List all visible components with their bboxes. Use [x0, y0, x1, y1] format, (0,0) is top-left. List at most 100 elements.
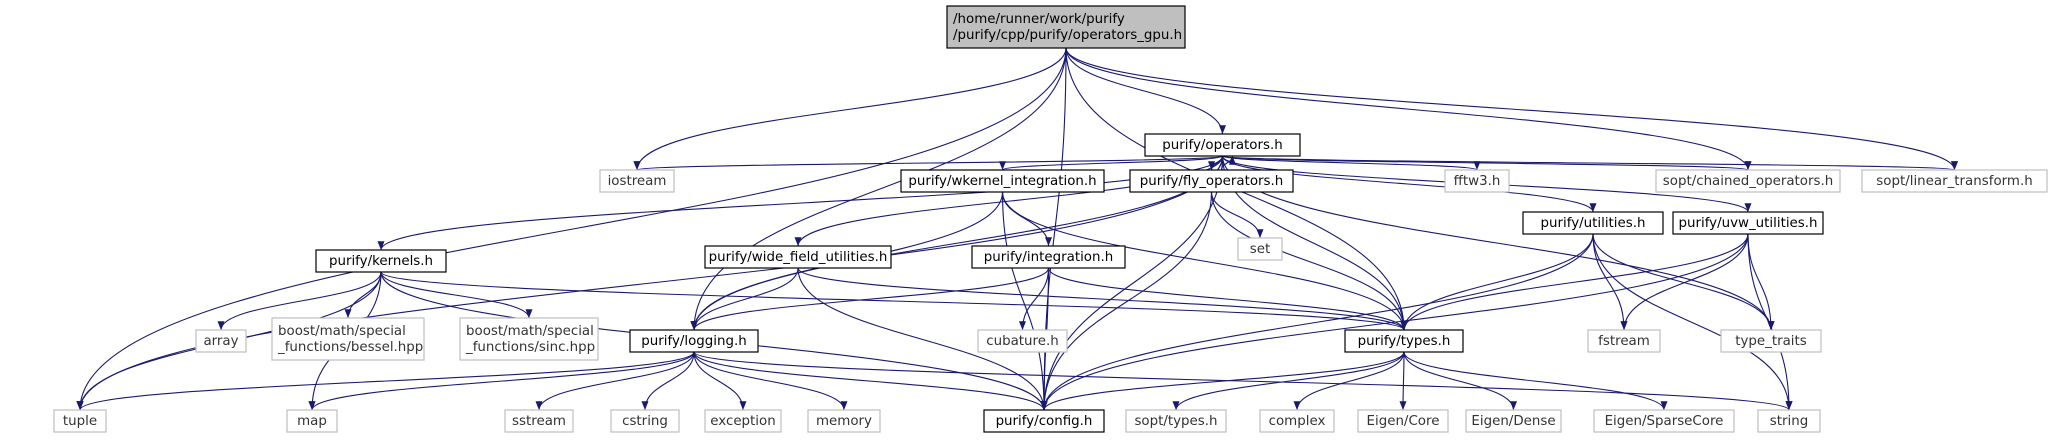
- node-fly[interactable]: purify/fly_operators.h: [1129, 169, 1294, 193]
- node-iostream-label-0: iostream: [608, 174, 667, 189]
- node-complex: complex: [1259, 409, 1335, 433]
- node-cubature-box: [977, 329, 1068, 353]
- node-cstring: cstring: [610, 409, 680, 433]
- node-integration[interactable]: purify/integration.h: [971, 245, 1126, 269]
- edge-logging-to-tuple: [76, 351, 695, 411]
- node-wkernel-box: [900, 169, 1105, 193]
- node-uvw-label-0: purify/uvw_utilities.h: [1678, 216, 1817, 231]
- node-eigencore-label-0: Eigen/Core: [1367, 414, 1440, 429]
- edge-root-to-logging: [690, 47, 1067, 331]
- node-logging[interactable]: purify/logging.h: [629, 329, 759, 353]
- edge-fly-to-types: [1210, 191, 1408, 331]
- node-sopttypes: sopt/types.h: [1125, 409, 1227, 433]
- edge-utilities-to-types: [1400, 233, 1594, 331]
- edge-root-to-tuple: [76, 47, 1067, 411]
- node-string-box: [1757, 409, 1821, 433]
- node-memory-box: [807, 409, 881, 433]
- node-array: array: [195, 329, 247, 353]
- edge-uvw-to-string: [1747, 233, 1793, 411]
- node-types[interactable]: purify/types.h: [1344, 329, 1464, 353]
- node-fly-label-0: purify/fly_operators.h: [1140, 174, 1284, 189]
- edges-layer: [76, 47, 1958, 411]
- edge-types-to-eigencore: [1399, 351, 1407, 411]
- node-types-label-0: purify/types.h: [1358, 334, 1451, 349]
- node-root-label-1: /purify/cpp/purify/operators_gpu.h: [953, 28, 1182, 43]
- node-chained-box: [1655, 169, 1841, 193]
- node-bessel: boost/math/special_functions/bessel.hpp: [271, 317, 425, 361]
- node-logging-box: [629, 329, 759, 353]
- node-types-box: [1344, 329, 1464, 353]
- edge-fly-to-operators: [1220, 155, 1237, 171]
- edge-logging-to-memory: [693, 351, 848, 411]
- node-eigendense: Eigen/Dense: [1465, 409, 1562, 433]
- edge-fly-to-set: [1210, 191, 1264, 239]
- node-operators-box: [1144, 133, 1301, 157]
- edge-root-to-chained: [1065, 47, 1752, 171]
- node-tuple-label-0: tuple: [63, 414, 97, 429]
- edge-types-to-config: [1040, 351, 1405, 411]
- edge-root-to-lintrans: [1065, 47, 1958, 171]
- edge-logging-to-cstring: [641, 351, 695, 411]
- node-root[interactable]: /home/runner/work/purify/purify/cpp/puri…: [946, 5, 1186, 49]
- edge-logging-to-exception: [693, 351, 747, 411]
- edge-operators-to-utilities: [1221, 155, 1597, 213]
- edge-utilities-to-fstream: [1592, 233, 1628, 331]
- edge-utilities-to-string: [1592, 233, 1793, 411]
- node-config[interactable]: purify/config.h: [983, 409, 1105, 433]
- nodes-layer: /home/runner/work/purify/purify/cpp/puri…: [53, 5, 2048, 433]
- edge-types-to-sopttypes: [1172, 351, 1405, 411]
- node-integration-box: [971, 245, 1126, 269]
- node-root-box: [946, 5, 1186, 49]
- node-map: map: [286, 409, 338, 433]
- edge-operators-to-iostream: [634, 155, 1224, 171]
- node-sinc-box: [459, 317, 599, 361]
- node-lintrans: sopt/linear_transform.h: [1861, 169, 2048, 193]
- node-typetraits-label-0: type_traits: [1735, 334, 1807, 349]
- node-utilities[interactable]: purify/utilities.h: [1522, 211, 1664, 235]
- node-sstream: sstream: [504, 409, 574, 433]
- node-bessel-label-1: _functions/bessel.hpp: [277, 340, 423, 355]
- node-eigendense-label-0: Eigen/Dense: [1471, 414, 1555, 429]
- node-wkernel[interactable]: purify/wkernel_integration.h: [900, 169, 1105, 193]
- node-iostream-box: [599, 169, 675, 193]
- node-widefield[interactable]: purify/wide_field_utilities.h: [704, 245, 892, 269]
- edge-operators-to-wkernel: [999, 155, 1224, 171]
- node-sstream-label-0: sstream: [512, 414, 566, 429]
- edge-kernels-to-sinc: [380, 271, 533, 319]
- node-uvw[interactable]: purify/uvw_utilities.h: [1672, 211, 1824, 235]
- node-chained-label-0: sopt/chained_operators.h: [1663, 174, 1833, 189]
- edge-widefield-to-config: [797, 267, 1048, 411]
- node-fstream-box: [1587, 329, 1661, 353]
- edge-kernels-to-array: [217, 271, 382, 331]
- node-fftw3-label-0: fftw3.h: [1454, 174, 1501, 189]
- edge-logging-to-config: [693, 351, 1048, 411]
- node-sstream-box: [504, 409, 574, 433]
- node-exception: exception: [704, 409, 782, 433]
- node-eigencore: Eigen/Core: [1357, 409, 1449, 433]
- node-operators[interactable]: purify/operators.h: [1144, 133, 1301, 157]
- node-config-label-0: purify/config.h: [996, 414, 1093, 429]
- node-fstream-label-0: fstream: [1598, 334, 1650, 349]
- node-memory: memory: [807, 409, 881, 433]
- edge-operators-to-config: [1040, 155, 1224, 411]
- node-string: string: [1757, 409, 1821, 433]
- node-typetraits: type_traits: [1720, 329, 1822, 353]
- node-complex-label-0: complex: [1269, 414, 1326, 429]
- node-fftw3-box: [1444, 169, 1510, 193]
- edge-types-to-eigendense: [1403, 351, 1517, 411]
- edge-kernels-to-types: [380, 271, 1408, 331]
- edge-uvw-to-typetraits: [1747, 233, 1775, 331]
- node-exception-label-0: exception: [710, 414, 775, 429]
- node-eigensparse-label-0: Eigen/SparseCore: [1605, 414, 1724, 429]
- edge-uvw-to-config: [1040, 233, 1749, 411]
- node-sinc-label-1: _functions/sinc.hpp: [465, 340, 595, 355]
- node-sinc-label-0: boost/math/special: [466, 324, 594, 339]
- node-map-box: [286, 409, 338, 433]
- node-array-box: [195, 329, 247, 353]
- node-bessel-label-0: boost/math/special: [278, 324, 406, 339]
- node-kernels[interactable]: purify/kernels.h: [315, 249, 447, 273]
- node-utilities-label-0: purify/utilities.h: [1541, 216, 1646, 231]
- edge-integration-to-types: [1047, 267, 1408, 331]
- node-integration-label-0: purify/integration.h: [984, 250, 1113, 265]
